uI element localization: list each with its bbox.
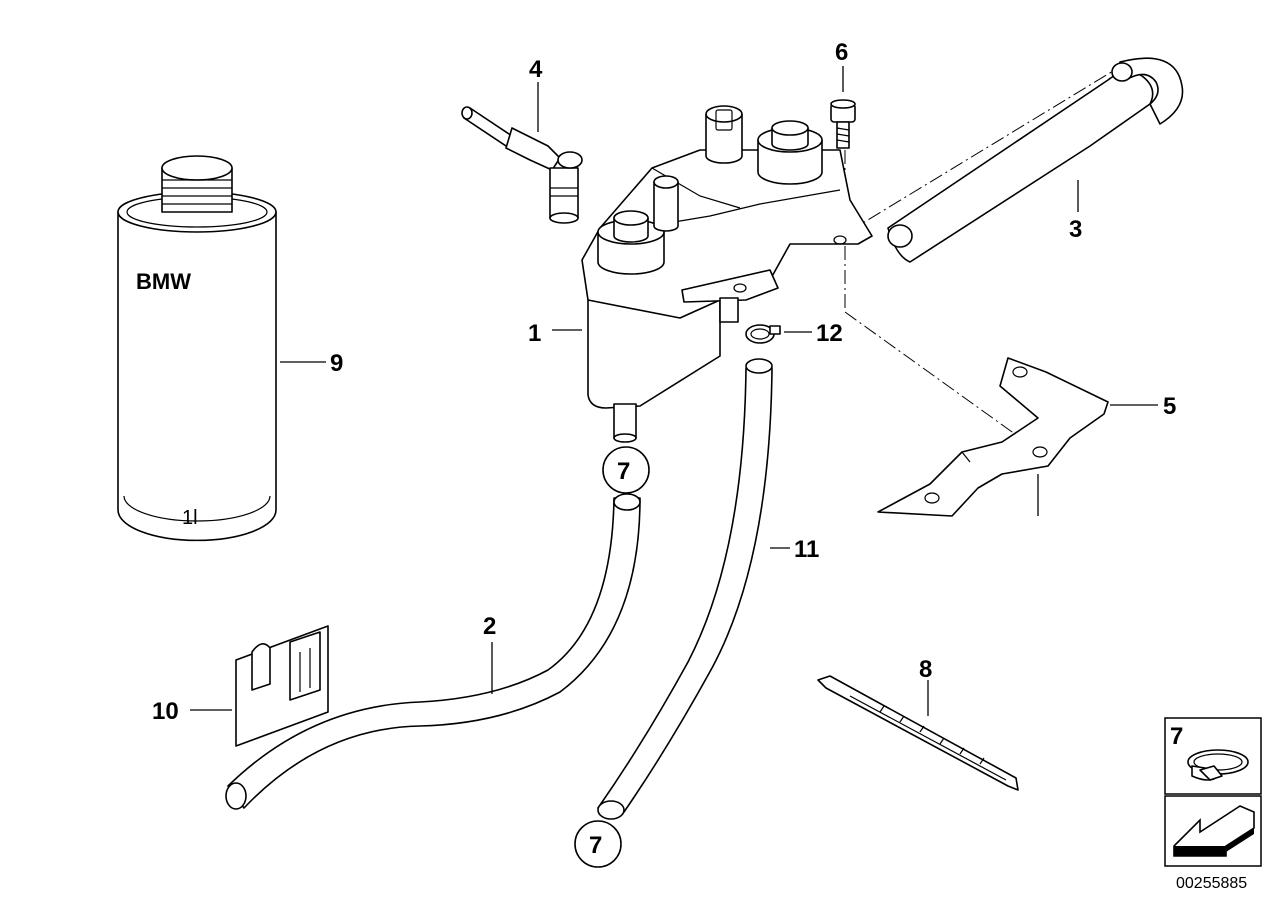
clip-holder: [235, 625, 329, 747]
callout-2: 2: [483, 613, 496, 640]
callout-8: 8: [919, 656, 932, 683]
connector-pipe: [461, 106, 583, 224]
small-clamp: [745, 324, 781, 344]
callout-5: 5: [1163, 393, 1176, 420]
callout-3: 3: [1069, 216, 1082, 243]
hose-clamp-icon: [1187, 749, 1249, 781]
long-hose: [225, 493, 641, 810]
screw: [830, 99, 856, 149]
straight-hose: [597, 358, 773, 820]
callout-4: 4: [529, 56, 543, 83]
legend-clamp-number: 7: [1170, 723, 1183, 750]
fluid-can: BMW 1l: [117, 155, 277, 542]
cable-tie: [817, 675, 1019, 791]
can-brand-label: BMW: [136, 269, 191, 294]
callout-7-bottom: 7: [589, 832, 602, 859]
reservoir-block: [581, 105, 873, 443]
clamp-callout-circle-top: [602, 446, 650, 494]
callout-9: 9: [330, 350, 343, 377]
legend-arrow-box: [1164, 795, 1262, 867]
callout-11: 11: [794, 536, 819, 563]
callout-10: 10: [152, 698, 179, 725]
legend-clamp-box: 7: [1164, 717, 1262, 795]
direction-arrow-icon: [1173, 805, 1255, 857]
diagram-number: 00255885: [1176, 875, 1247, 892]
callout-12: 12: [816, 320, 843, 347]
callout-1: 1: [528, 320, 541, 347]
callout-6: 6: [835, 39, 848, 66]
callout-7-top: 7: [617, 458, 630, 485]
leader-lines: [190, 66, 1158, 716]
bracket: [877, 357, 1109, 517]
bent-hose: [887, 57, 1184, 263]
can-volume-label: 1l: [182, 507, 198, 529]
clamp-callout-circle-bottom: [574, 820, 622, 868]
